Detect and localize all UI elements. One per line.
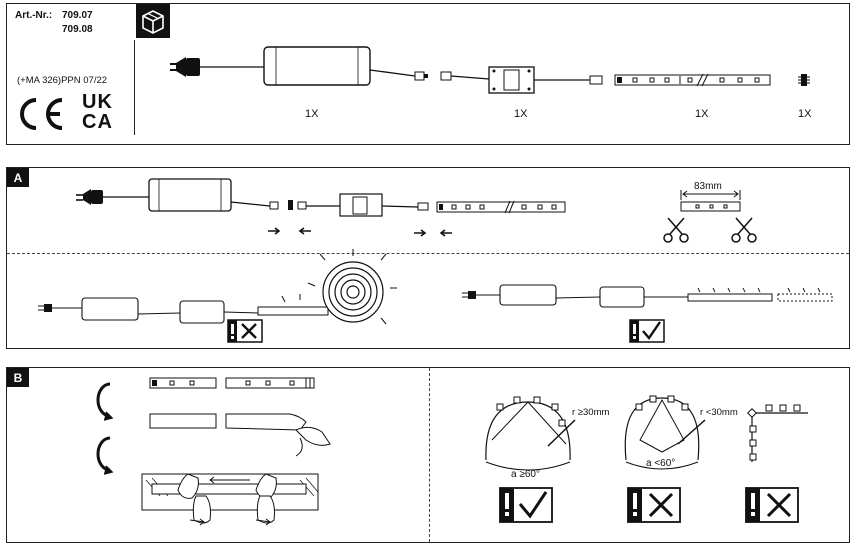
scissors-icon-left xyxy=(663,217,689,243)
peel-arrow-icon-2 xyxy=(96,436,114,475)
package-box-icon xyxy=(136,4,170,38)
bend-radius-ok-diagram xyxy=(485,396,576,471)
contents-panel xyxy=(6,3,850,145)
article-label: Art.-Nr.: xyxy=(15,10,53,21)
led-strip xyxy=(614,73,771,87)
article-number-1: 709.07 xyxy=(62,10,93,21)
plug-icon xyxy=(76,189,103,205)
not-allowed-icon-corner xyxy=(745,487,799,523)
peel-arrow-icon-1 xyxy=(96,382,114,421)
radius-ok-label: r ≥30mm xyxy=(572,407,610,418)
regulatory-marking: (+MA 326)PPN 07/22 xyxy=(17,75,108,86)
radius-bad-label: r <30mm xyxy=(700,407,738,418)
section-a-tag: A xyxy=(7,168,29,187)
ukca-mark-line2: CA xyxy=(82,111,113,133)
section-a-panel xyxy=(6,167,850,349)
plug-icon xyxy=(170,57,200,77)
quantity-controller: 1X xyxy=(514,108,528,120)
angle-ok-label: a ≥60° xyxy=(511,469,540,480)
plug-small-left xyxy=(38,304,52,312)
power-supply xyxy=(263,46,371,86)
quantity-power-supply: 1X xyxy=(305,108,319,120)
quantity-connector: 1X xyxy=(798,108,812,120)
allowed-icon-bend xyxy=(499,487,553,523)
section-b-panel xyxy=(6,367,850,543)
scissors-icon-right xyxy=(731,217,757,243)
section-b-dashed-divider xyxy=(429,368,430,542)
plug-small-right xyxy=(462,291,476,299)
quantity-led-strip: 1X xyxy=(695,108,709,120)
not-allowed-icon xyxy=(227,319,263,343)
article-number-2: 709.08 xyxy=(62,24,93,35)
corner-bend-diagram xyxy=(747,404,808,462)
ce-mark-icon xyxy=(16,96,68,132)
header-divider xyxy=(134,40,135,135)
not-allowed-icon-bend xyxy=(627,487,681,523)
cut-length-label: 83mm xyxy=(694,181,722,192)
bend-radius-bad-diagram xyxy=(624,395,706,470)
angle-bad-label: a <60° xyxy=(646,458,676,469)
contents-illustration xyxy=(170,46,810,94)
allowed-icon xyxy=(629,319,665,343)
connector-clip xyxy=(798,74,810,86)
section-a-dashed-divider xyxy=(7,253,849,254)
section-a-illustration xyxy=(38,178,833,343)
ukca-mark-line1: UK xyxy=(82,91,113,113)
section-b-tag: B xyxy=(7,368,29,387)
